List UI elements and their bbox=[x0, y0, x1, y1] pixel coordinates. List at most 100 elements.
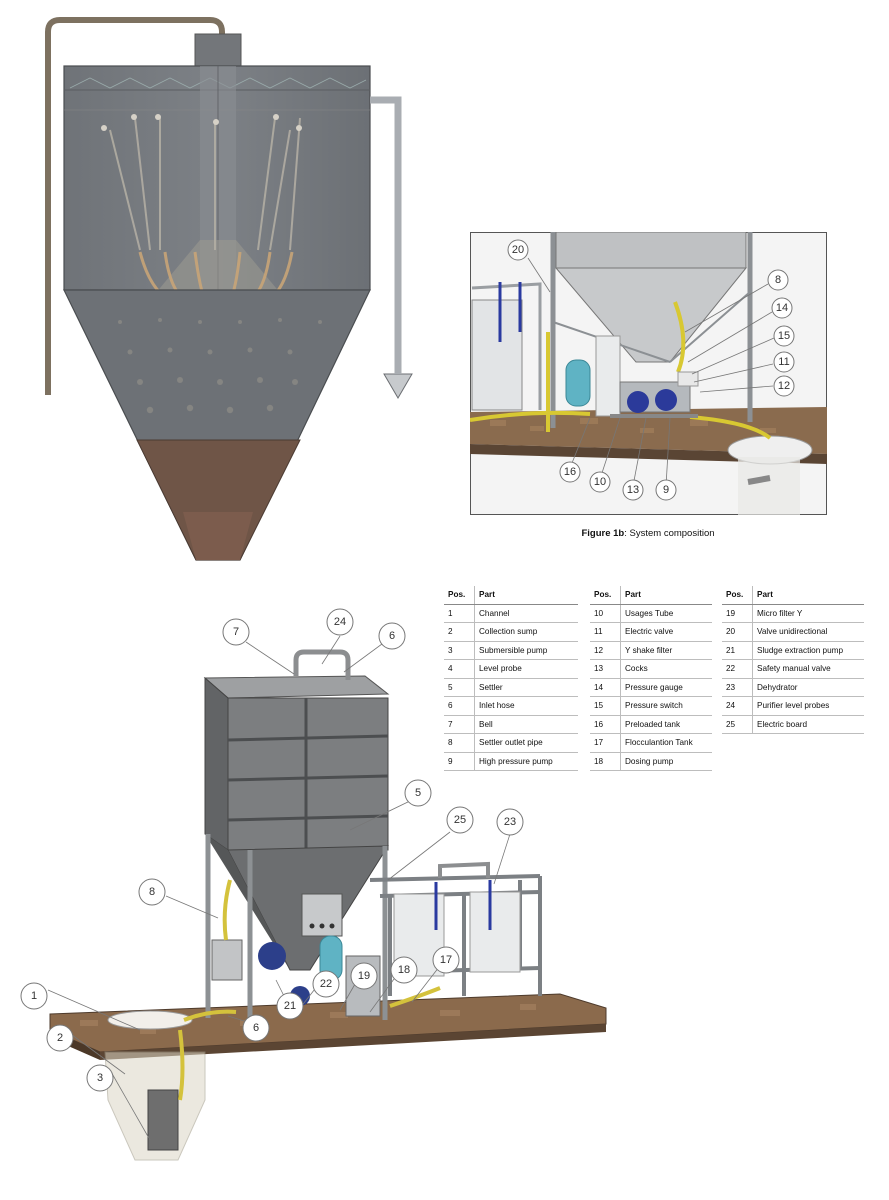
part-name: Micro filter Y bbox=[752, 604, 864, 623]
part-position: 6 bbox=[444, 696, 475, 716]
callout-label: 23 bbox=[496, 808, 524, 836]
part-header: Part bbox=[620, 586, 712, 605]
part-position: 13 bbox=[590, 659, 621, 679]
part-header: Part bbox=[474, 586, 578, 605]
callout-label: 12 bbox=[773, 375, 795, 397]
part-position: 16 bbox=[590, 715, 621, 734]
part-position: 9 bbox=[444, 752, 475, 771]
callout-label: 6 bbox=[378, 622, 406, 650]
part-position: 21 bbox=[722, 641, 753, 660]
callout-label: 10 bbox=[589, 471, 611, 493]
part-name: Safety manual valve bbox=[752, 659, 864, 679]
callout-number: 20 bbox=[512, 244, 524, 256]
pos-header: Pos. bbox=[444, 586, 475, 605]
callout-number: 10 bbox=[594, 476, 606, 488]
figure-caption-label: Figure 1b bbox=[581, 528, 625, 539]
part-name: Sludge extraction pump bbox=[752, 641, 864, 660]
callout-number: 6 bbox=[389, 630, 395, 642]
callout-label: 5 bbox=[404, 779, 432, 807]
pos-header: Pos. bbox=[722, 586, 753, 605]
callout-number: 11 bbox=[778, 356, 789, 368]
callout-label: 11 bbox=[773, 351, 795, 373]
callout-number: 12 bbox=[778, 380, 790, 392]
part-position: 18 bbox=[590, 752, 621, 771]
part-name: Electric board bbox=[752, 715, 864, 734]
system-detail-drawing: 20 8 14 15 11 12 16 10 13 9 bbox=[470, 232, 827, 515]
callout-label: 13 bbox=[622, 479, 644, 501]
part-name: Flocculantion Tank bbox=[620, 733, 712, 753]
part-position: 5 bbox=[444, 678, 475, 697]
part-position: 22 bbox=[722, 659, 753, 679]
callout-number: 17 bbox=[440, 954, 452, 966]
part-position: 2 bbox=[444, 622, 475, 642]
callout-number: 9 bbox=[663, 484, 669, 496]
callout-label: 22 bbox=[312, 970, 340, 998]
callout-number: 18 bbox=[398, 964, 410, 976]
callout-label: 25 bbox=[446, 806, 474, 834]
part-name: Cocks bbox=[620, 659, 712, 679]
callout-label: 1 bbox=[20, 982, 48, 1010]
callout-label: 16 bbox=[559, 461, 581, 483]
callout-label: 6 bbox=[242, 1014, 270, 1042]
callout-label: 3 bbox=[86, 1064, 114, 1092]
callout-number: 2 bbox=[57, 1032, 63, 1044]
callout-number: 1 bbox=[31, 990, 37, 1002]
callout-number: 5 bbox=[415, 787, 421, 799]
part-name: Level probe bbox=[474, 659, 578, 679]
part-position: 25 bbox=[722, 715, 753, 734]
callout-number: 22 bbox=[320, 978, 332, 990]
callout-label: 14 bbox=[771, 297, 793, 319]
part-position: 20 bbox=[722, 622, 753, 642]
callout-label: 15 bbox=[773, 325, 795, 347]
part-position: 8 bbox=[444, 733, 475, 753]
callout-number: 3 bbox=[97, 1072, 103, 1084]
part-position: 14 bbox=[590, 678, 621, 697]
callout-number: 7 bbox=[233, 626, 239, 638]
callout-label: 8 bbox=[138, 878, 166, 906]
part-position: 4 bbox=[444, 659, 475, 679]
callout-label: 2 bbox=[46, 1024, 74, 1052]
part-position: 24 bbox=[722, 696, 753, 716]
part-name: Pressure switch bbox=[620, 696, 712, 716]
part-name: Electric valve bbox=[620, 622, 712, 642]
callout-number: 8 bbox=[775, 274, 781, 286]
part-name: Dosing pump bbox=[620, 752, 712, 771]
callout-number: 24 bbox=[334, 616, 346, 628]
part-position: 17 bbox=[590, 733, 621, 753]
part-name: Dehydrator bbox=[752, 678, 864, 697]
part-name: Usages Tube bbox=[620, 604, 712, 623]
callout-number: 14 bbox=[776, 302, 788, 314]
callout-number: 19 bbox=[358, 970, 370, 982]
part-name: Channel bbox=[474, 604, 578, 623]
callout-number: 16 bbox=[564, 466, 576, 478]
part-name: Preloaded tank bbox=[620, 715, 712, 734]
part-name: High pressure pump bbox=[474, 752, 578, 771]
part-name: Inlet hose bbox=[474, 696, 578, 716]
callout-label: 24 bbox=[326, 608, 354, 636]
part-position: 3 bbox=[444, 641, 475, 660]
part-position: 10 bbox=[590, 604, 621, 623]
callout-number: 21 bbox=[284, 1000, 296, 1012]
part-name: Valve unidirectional bbox=[752, 622, 864, 642]
part-position: 19 bbox=[722, 604, 753, 623]
part-name: Y shake filter bbox=[620, 641, 712, 660]
